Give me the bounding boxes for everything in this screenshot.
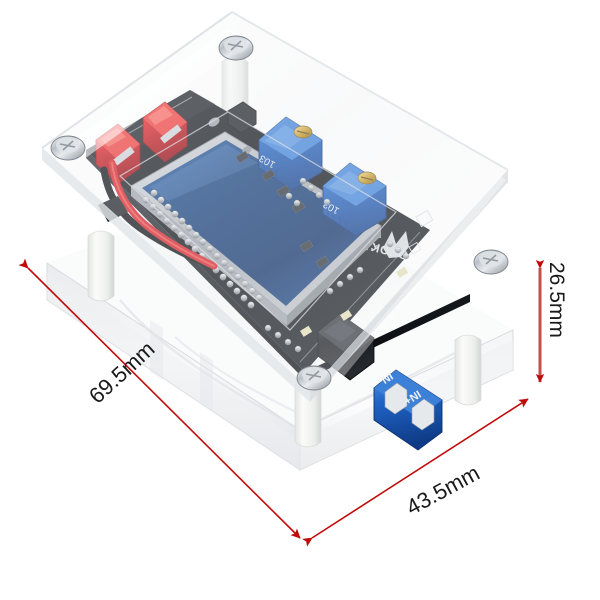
screw-front[interactable] <box>296 365 332 391</box>
screw-left[interactable] <box>50 135 86 161</box>
standoff-front-left <box>87 230 115 302</box>
dimension-label-height: 26.5mm <box>545 262 568 338</box>
screw-right[interactable] <box>473 249 509 275</box>
dimension-arrow-width <box>302 398 529 547</box>
standoff-front-right <box>454 334 482 406</box>
corner-screws[interactable] <box>50 35 509 391</box>
dimension-arrow-length <box>18 258 301 539</box>
dimension-arrows <box>18 258 545 547</box>
screw-back[interactable] <box>218 35 254 61</box>
